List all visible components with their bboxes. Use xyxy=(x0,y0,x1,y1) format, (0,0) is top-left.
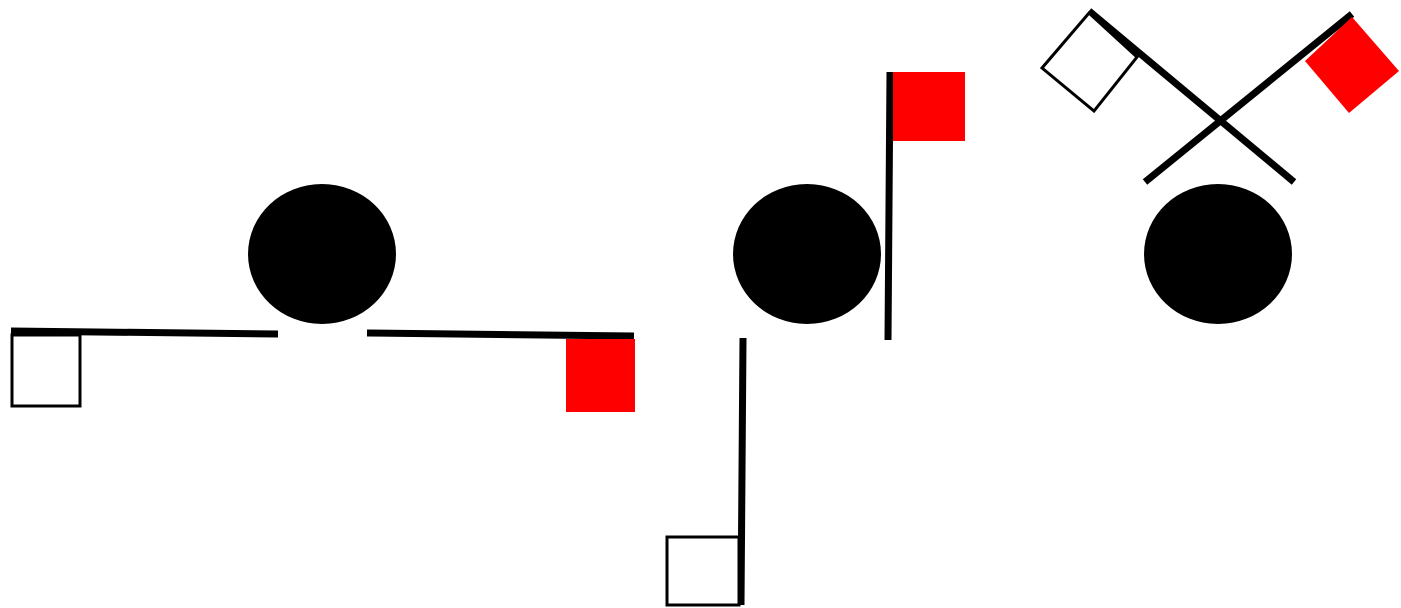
head xyxy=(733,184,881,324)
white-flag xyxy=(667,537,739,605)
white-flag xyxy=(1042,13,1137,111)
down-arm-pole xyxy=(741,338,743,605)
up-arm-pole xyxy=(888,72,890,340)
left-arm-pole xyxy=(1089,11,1294,182)
figure-arms-horizontal xyxy=(11,184,635,412)
head xyxy=(1144,184,1292,324)
figure-arms-crossed-overhead xyxy=(1042,11,1399,324)
head xyxy=(248,184,396,324)
red-flag xyxy=(1305,17,1399,113)
white-flag xyxy=(12,335,80,406)
red-flag xyxy=(566,339,635,412)
right-arm-pole xyxy=(1145,14,1352,182)
figure-arms-vertical xyxy=(667,72,965,605)
right-arm-pole xyxy=(367,333,634,336)
red-flag xyxy=(893,72,965,141)
